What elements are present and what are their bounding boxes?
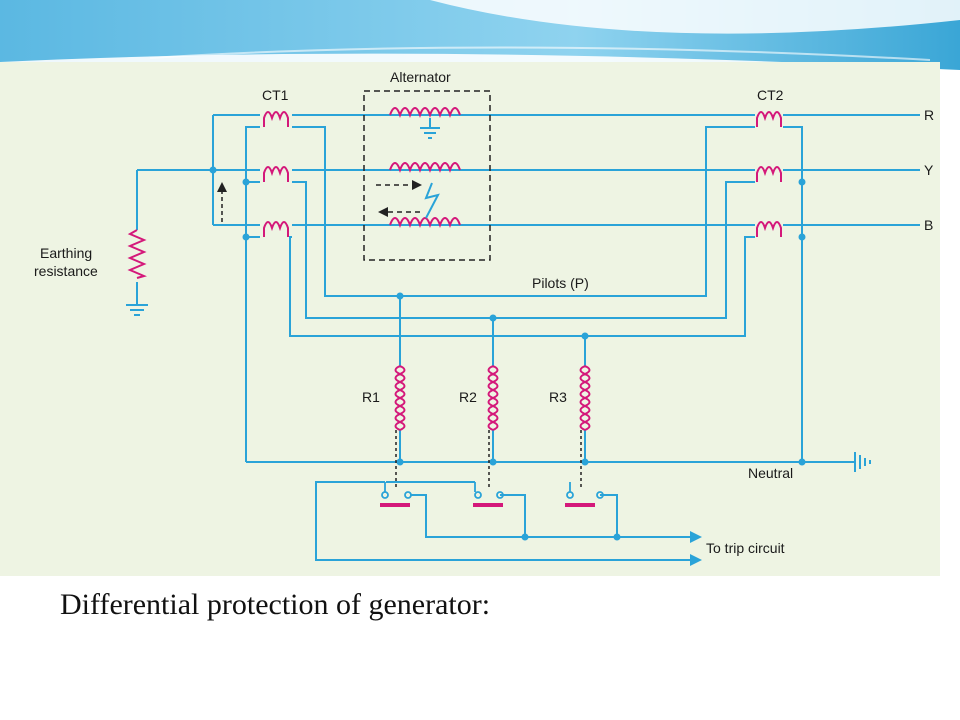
earthing-label-line2: resistance: [34, 263, 98, 279]
relay-r2-label: R2: [459, 389, 477, 405]
phase-y-label: Y: [924, 162, 934, 178]
wires: [136, 114, 920, 561]
alternator-box: [363, 90, 491, 261]
alternator-windings: [389, 107, 461, 228]
ct1-label: CT1: [262, 87, 289, 103]
fault-current-arrows: [376, 184, 424, 213]
earth-ground-icon: [126, 304, 148, 316]
junction-dots: [209, 166, 806, 541]
phase-b-label: B: [924, 217, 933, 233]
up-arrow-icon: [217, 182, 227, 222]
relay-r3-label: R3: [549, 389, 567, 405]
alternator-label: Alternator: [390, 69, 451, 85]
pilots-label: Pilots (P): [532, 275, 589, 291]
fault-icon: [424, 182, 440, 219]
trip-circuit-label: To trip circuit: [706, 540, 785, 556]
neutral-label: Neutral: [748, 465, 793, 481]
alternator-earth-icon: [420, 118, 440, 139]
relay-coils: [394, 365, 591, 431]
relay-r1-label: R1: [362, 389, 380, 405]
relay-contacts: [380, 430, 604, 507]
neutral-ground-icon: [854, 452, 871, 472]
earthing-label-line1: Earthing: [40, 245, 92, 261]
earthing-resistor-icon: [127, 229, 147, 279]
header-wave: [0, 0, 960, 70]
slide-caption: Differential protection of generator:: [60, 588, 491, 621]
trip-arrows: [690, 531, 702, 566]
ct2-label: CT2: [757, 87, 784, 103]
phase-r-label: R: [924, 107, 934, 123]
ct-coils: [263, 111, 782, 237]
